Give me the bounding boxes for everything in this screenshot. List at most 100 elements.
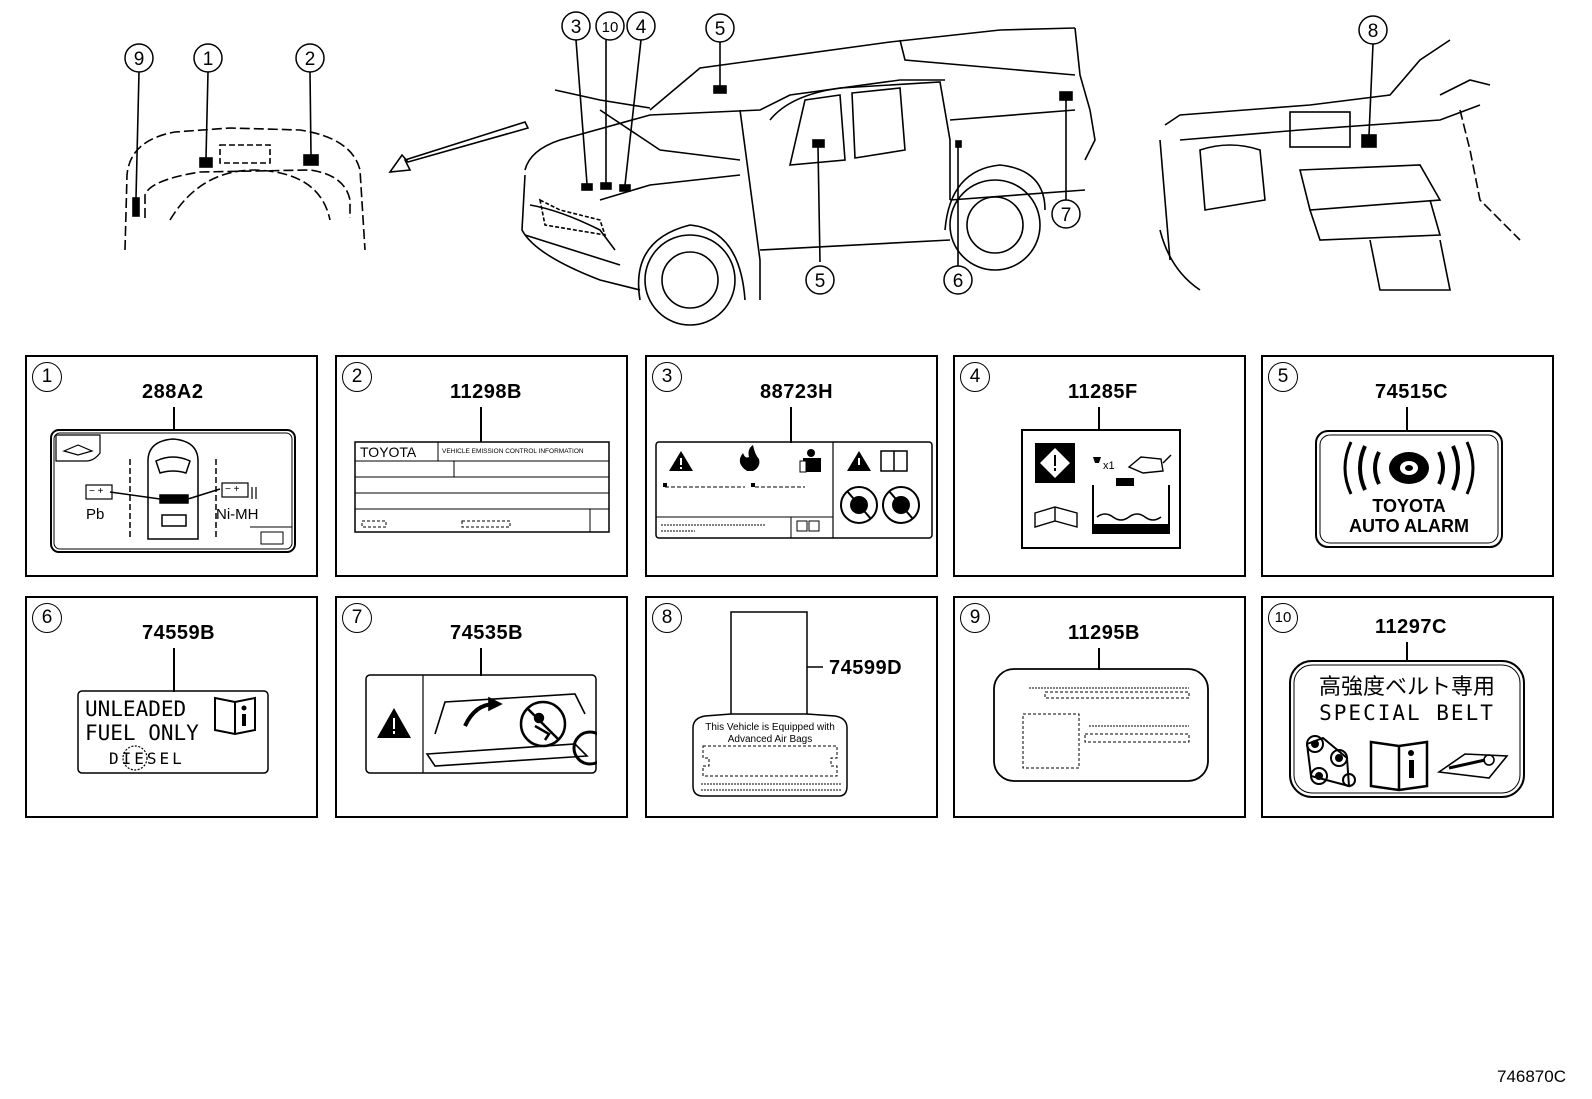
callout-1: 1 [193, 43, 223, 73]
auto-alarm-text: AUTO ALARM [1349, 516, 1469, 536]
callout-7: 7 [1051, 199, 1081, 229]
belt-pulley-icon [1305, 735, 1356, 788]
truck-view [521, 27, 1096, 326]
warning-icon [377, 708, 411, 738]
diesel-text: DIESEL [109, 749, 185, 768]
part-number: 11298B [450, 381, 522, 403]
label-cell-5: 5 74515C TOYOTA AUTO ALARM [1261, 355, 1554, 577]
label-location-3 [581, 183, 593, 191]
cell-number: 3 [652, 362, 682, 392]
label-location-1 [199, 157, 213, 168]
quantity-mark: x1 [1103, 460, 1115, 472]
cell-number: 7 [342, 603, 372, 633]
svg-text:5: 5 [715, 19, 726, 40]
warning-label [655, 441, 933, 539]
label-location-6 [955, 140, 962, 148]
label-location-2 [303, 154, 319, 166]
engine-bay-view [124, 127, 366, 251]
part-number: 11297C [1375, 616, 1447, 638]
svg-text:6: 6 [953, 271, 964, 292]
callout-2: 2 [295, 43, 325, 73]
callout-8: 8 [1358, 15, 1388, 45]
label-cell-9: 9 11295B [953, 596, 1246, 818]
callout-9: 9 [124, 43, 154, 73]
label-cell-7: 7 74535B [335, 596, 628, 818]
label-cell-4: 4 11285F x1 [953, 355, 1246, 577]
lead-acid-text: Pb [86, 506, 104, 523]
svg-text:7: 7 [1061, 205, 1072, 226]
label-cell-3: 3 88723H [645, 355, 938, 577]
toyota-text: TOYOTA [1372, 496, 1445, 516]
manual-icon [799, 449, 821, 473]
emission-label: TOYOTA VEHICLE EMISSION CONTROL INFORMAT… [354, 441, 610, 533]
cell-number: 1 [32, 362, 62, 392]
wrench-icon [1436, 753, 1509, 779]
label-location-8 [1361, 134, 1377, 148]
callout-3: 3 [561, 11, 591, 41]
svg-text:10: 10 [602, 19, 619, 36]
cell-number: 9 [960, 603, 990, 633]
svg-text:9: 9 [134, 49, 145, 70]
cell-number: 8 [652, 603, 682, 633]
fire-icon [739, 445, 760, 471]
svg-text:5: 5 [815, 271, 826, 292]
callout-6: 6 [943, 265, 973, 295]
svg-text:1: 1 [203, 49, 214, 70]
hybrid-battery-label: − + − + Pb Ni-MH [50, 429, 296, 553]
svg-text:2: 2 [305, 49, 316, 70]
label-location-5-door [812, 139, 825, 148]
svg-text:4: 4 [636, 17, 647, 38]
label-location-9 [132, 197, 140, 217]
svg-text:8: 8 [1368, 21, 1379, 42]
toyota-text: TOYOTA [360, 444, 417, 460]
label-cell-6: 6 74559B UNLEADED FUEL ONLY DIESEL [25, 596, 318, 818]
tailgate-illustration [425, 693, 597, 767]
alarm-icon [1343, 441, 1475, 495]
battery-icon: − + [85, 484, 113, 500]
cell-number: 2 [342, 362, 372, 392]
japanese-text: 高強度ベルト専用 [1319, 675, 1495, 700]
diagram-code: 746870C [1496, 1067, 1566, 1086]
svg-text:− +: − + [89, 486, 104, 497]
callout-5-bottom: 5 [805, 265, 835, 295]
part-number: 74515C [1375, 381, 1449, 403]
emission-heading: VEHICLE EMISSION CONTROL INFORMATION [442, 448, 584, 455]
cell-number: 5 [1268, 362, 1298, 392]
airbag-label: This Vehicle is Equipped with Advanced A… [692, 611, 848, 797]
ni-mh-text: Ni-MH [216, 506, 259, 523]
callout-5-top: 5 [705, 13, 735, 43]
callout-10: 10 [595, 11, 625, 41]
manual-icon [1034, 506, 1078, 528]
warning-icon [669, 451, 693, 471]
label-location-5-hood [713, 85, 727, 94]
no-smoking-icon [882, 486, 920, 524]
interior-view [1159, 39, 1521, 291]
battery-icon: − + [221, 482, 257, 499]
label-cell-2: 2 11298B TOYOTA VEHICLE EMISSION CONTROL… [335, 355, 628, 577]
svg-text:− +: − + [225, 484, 240, 495]
cell-number: 6 [32, 603, 62, 633]
label-location-4 [619, 184, 631, 192]
info-book-icon [1369, 740, 1429, 792]
part-number: 74599D [829, 657, 903, 679]
warning-icon [847, 451, 871, 471]
label-cell-8: 8 74599D This Vehicle is Equipped with A… [645, 596, 938, 818]
part-number: 288A2 [142, 381, 204, 403]
no-sitting-icon [519, 700, 567, 748]
tailgate-warning-label [365, 674, 597, 774]
fuel-only-text: FUEL ONLY [85, 721, 199, 745]
cell-number: 10 [1268, 603, 1298, 633]
special-belt-label: 高強度ベルト専用 SPECIAL BELT [1289, 660, 1525, 798]
part-number: 74559B [142, 622, 216, 644]
direction-arrow [388, 121, 530, 173]
info-book-icon [880, 450, 908, 472]
label-cell-1: 1 288A2 − + − + Pb Ni-MH [25, 355, 318, 577]
airbag-line2: Advanced Air Bags [728, 734, 813, 745]
part-number: 88723H [760, 381, 834, 403]
auto-alarm-label: TOYOTA AUTO ALARM [1315, 430, 1503, 548]
unleaded-text: UNLEADED [85, 697, 186, 721]
oil-can-icon [1127, 454, 1172, 474]
part-number: 74535B [450, 622, 524, 644]
cell-number: 4 [960, 362, 990, 392]
label-location-10 [600, 182, 612, 190]
